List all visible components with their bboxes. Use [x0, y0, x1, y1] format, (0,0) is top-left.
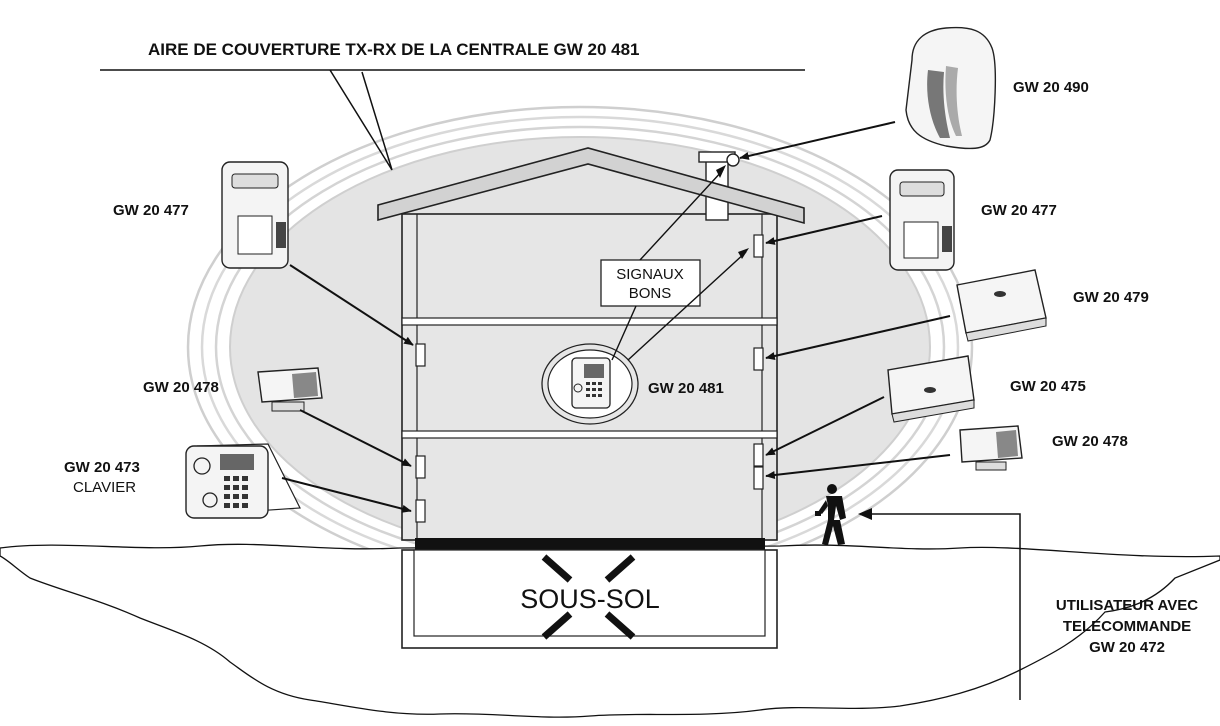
contact-left-label: GW 20 478 [143, 379, 219, 396]
no-signal-x [541, 554, 636, 640]
house [377, 147, 805, 649]
siren-label: GW 20 490 [1013, 79, 1089, 96]
title: AIRE DE COUVERTURE TX-RX DE LA CENTRALE … [148, 40, 640, 59]
basement-label: SOUS-SOL [520, 584, 660, 614]
user-leader [868, 513, 1021, 700]
signal-box [600, 259, 701, 307]
contact-right-3-device [959, 425, 1023, 471]
central-unit [541, 343, 639, 425]
contact-right-1-label: GW 20 479 [1073, 289, 1149, 306]
siren-arrow [739, 121, 896, 160]
contact-right-3-label: GW 20 478 [1052, 433, 1128, 450]
signal-line-1: SIGNAUX [616, 266, 684, 283]
contact-right-2-device [887, 355, 975, 423]
user-label-2: TELECOMMANDE [1063, 618, 1191, 635]
pir-left-label: GW 20 477 [113, 202, 189, 219]
pir-left-device [221, 161, 289, 269]
keypad-sub-label: CLAVIER [73, 479, 136, 496]
title-leader [100, 69, 805, 171]
signal-line-2: BONS [629, 285, 672, 302]
contact-left-device [257, 367, 323, 412]
pir-right-arrow [765, 215, 883, 245]
contact-right-2-label: GW 20 475 [1010, 378, 1086, 395]
pir-right-device [889, 169, 955, 271]
pir-left-arrow [289, 264, 414, 346]
pir-right-label: GW 20 477 [981, 202, 1057, 219]
user-figure [815, 484, 846, 545]
central-label: GW 20 481 [648, 380, 724, 397]
contact-right-3-arrow [765, 454, 951, 479]
user-label-1: UTILISATEUR AVEC [1056, 597, 1198, 614]
siren-device [905, 26, 997, 150]
keypad-device [185, 443, 301, 519]
keypad-arrow [281, 477, 412, 513]
contact-right-1-arrow [765, 315, 951, 360]
user-label-3: GW 20 472 [1089, 639, 1165, 656]
contact-left-arrow [299, 409, 412, 467]
keypad-label: GW 20 473 [64, 459, 140, 476]
contact-right-1-device [956, 269, 1047, 342]
contact-right-2-arrow [765, 396, 885, 456]
signal-arrows [611, 169, 747, 361]
